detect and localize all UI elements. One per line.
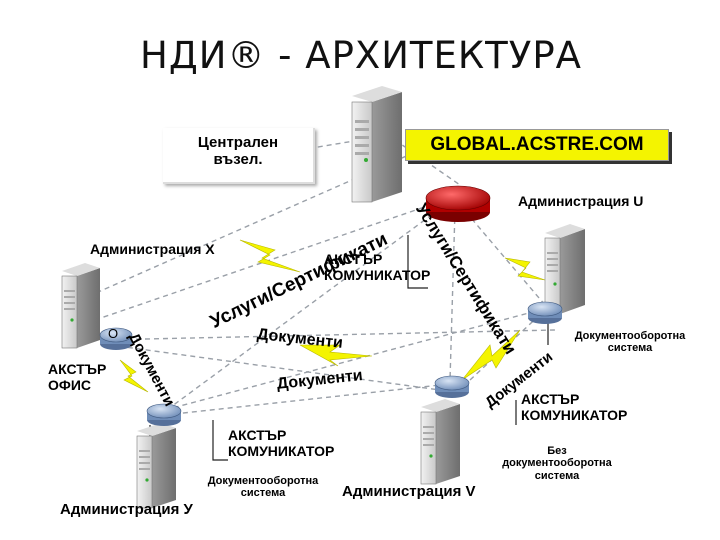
page-title: НДИ® - АРХИТЕКТУРА (140, 34, 582, 77)
link-x-hub (94, 199, 446, 321)
router-admin-x (99, 327, 133, 350)
docflow-bottom-label: Документооборотна система (207, 475, 319, 500)
link-y-u (164, 309, 541, 411)
communicator-bottom-label: АКСТЪР КОМУНИКАТОР (228, 427, 335, 459)
admin-v-label: Администрация V (342, 483, 476, 500)
lightning-services-right (504, 257, 546, 281)
server-admin-u (544, 224, 585, 315)
central-node-label: Централен възел. (197, 134, 279, 168)
lightning-documents-mid (299, 344, 373, 367)
global-host-label: GLOBAL.ACSTRE.COM (405, 129, 669, 161)
link-hub-v (449, 209, 456, 381)
office-label: АКСТЪР ОФИС (48, 361, 107, 393)
router-central-hub (425, 185, 491, 222)
link-x-u (99, 329, 556, 341)
office-marker: O (108, 326, 119, 341)
link-y-v (164, 384, 441, 416)
server-admin-y (136, 423, 176, 509)
no-docflow-label: Без документооборотна система (502, 445, 612, 482)
communicator-right-label: АКСТЪР КОМУНИКАТОР (521, 391, 628, 423)
router-admin-u (527, 301, 563, 324)
link-x-v (109, 344, 441, 391)
server-admin-v (420, 399, 460, 485)
connector-communicator-center (407, 235, 428, 289)
admin-u-top-label: Администрация U (518, 193, 644, 209)
server-admin-x (61, 263, 100, 349)
server-central (351, 86, 402, 203)
central-node-callout: Централен възел. (163, 128, 315, 184)
lightning-documents-left (119, 359, 149, 393)
admin-y-label: Администрация У (60, 501, 193, 518)
lightning-documents-right (461, 329, 521, 381)
router-admin-y (146, 403, 182, 426)
admin-x-label: Администрация X (90, 241, 215, 257)
communicator-center-label: АКСТЪР КОМУНИКАТОР (324, 251, 431, 283)
lightning-services-left (239, 239, 301, 273)
link-hub-u (459, 204, 546, 306)
connector-communicator-bottom (212, 420, 228, 461)
router-admin-v (434, 375, 470, 398)
docflow-right-label: Документооборотна система (574, 330, 686, 355)
